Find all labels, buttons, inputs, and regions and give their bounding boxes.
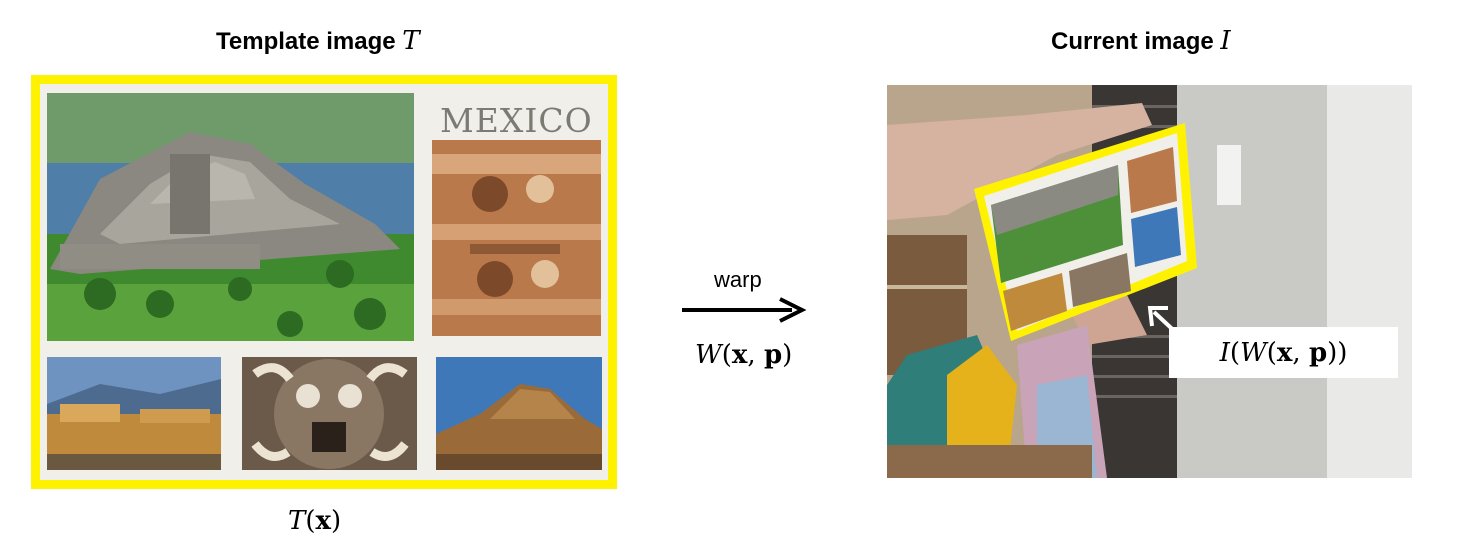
carving-photo — [432, 140, 601, 336]
template-caption: T(x) — [288, 506, 341, 536]
warp-fn: W — [1240, 337, 1267, 368]
warp-label: warp — [714, 267, 762, 292]
paren-open: ( — [721, 340, 732, 370]
current-title: Current image I — [1051, 26, 1231, 56]
paren-close: )) — [1327, 337, 1348, 368]
image-fn: I — [1219, 337, 1230, 368]
warp-p: p — [763, 340, 783, 370]
label-p: p — [1308, 337, 1328, 368]
current-image — [887, 85, 1412, 478]
paren-close: ) — [782, 340, 793, 370]
warped-image-label: I(W(x, p)) — [1169, 327, 1398, 378]
warp-arrow-head — [779, 297, 807, 323]
pointer-head — [1147, 306, 1168, 327]
ruins-photo — [47, 357, 221, 470]
template-postcard: MEXICO — [40, 84, 608, 480]
pyramid-sun-photo — [436, 357, 602, 470]
comma: , — [1292, 337, 1309, 368]
warp-function: W(x, p) — [695, 340, 792, 370]
template-title-text: Template image — [216, 28, 403, 55]
warp-fn: W — [695, 340, 722, 370]
current-title-text: Current image — [1051, 28, 1221, 55]
warp-x: x — [731, 340, 748, 370]
template-symbol: T — [402, 26, 420, 56]
current-symbol: I — [1220, 26, 1231, 56]
template-fn: T — [288, 506, 306, 536]
warped-image-expression: I(W(x, p)) — [1220, 338, 1348, 368]
template-image: MEXICO — [31, 75, 617, 489]
paren-open: ( — [305, 506, 316, 536]
template-x: x — [315, 506, 332, 536]
postcard-heading: MEXICO — [440, 101, 593, 140]
paren-open: ( — [1229, 337, 1240, 368]
label-x: x — [1276, 337, 1293, 368]
pyramid-photo — [47, 93, 414, 341]
warp-arrow — [682, 297, 807, 323]
paren-open: ( — [1266, 337, 1277, 368]
comma: , — [747, 340, 764, 370]
current-photo — [887, 85, 1412, 478]
warped-template — [974, 123, 1197, 341]
serpent-head-photo — [242, 357, 417, 470]
template-title: Template image T — [216, 26, 420, 56]
paren-close: ) — [331, 506, 342, 536]
